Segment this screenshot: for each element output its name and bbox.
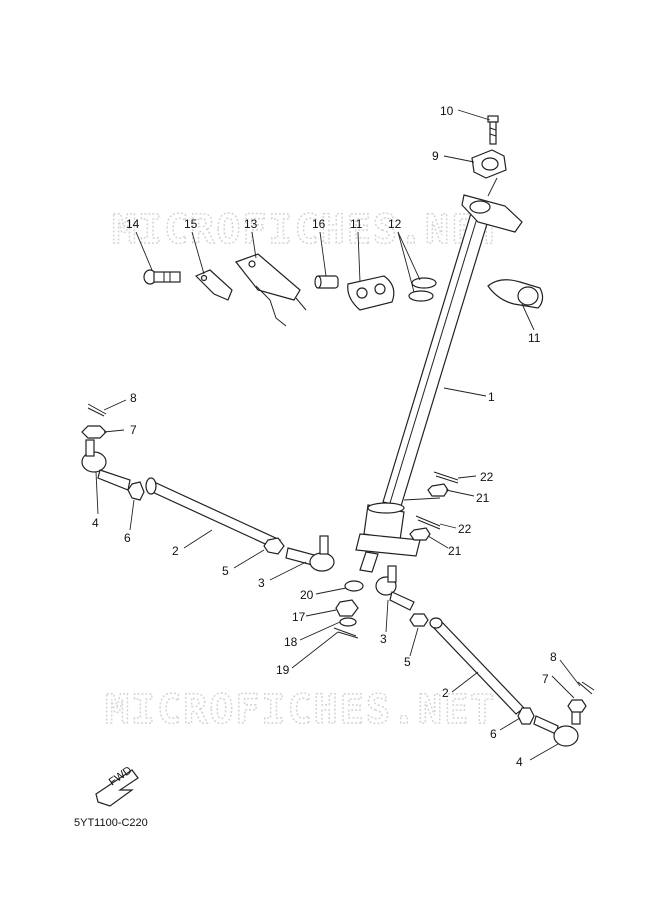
- cotter-8-right: [577, 681, 595, 695]
- callout-22-lower: 22: [458, 522, 472, 536]
- tie-rod-end-left-inner: [285, 535, 335, 572]
- nut-7-left: [81, 425, 107, 439]
- callout-5-left: 5: [222, 564, 229, 578]
- callout-12: 12: [388, 217, 402, 231]
- callout-2-right: 2: [442, 686, 449, 700]
- callout-9: 9: [432, 149, 439, 163]
- nut-5-right: [409, 613, 429, 627]
- nut-6-left: [127, 481, 145, 501]
- callouts: 1 2 2 3 3 4 4 5 5 6 6 7 7 8 8 9 10 11 11…: [92, 104, 557, 769]
- callout-16: 16: [312, 217, 326, 231]
- callout-14: 14: [126, 217, 140, 231]
- bolt-14: [143, 269, 181, 285]
- callout-11-right: 11: [528, 331, 541, 345]
- callout-22-upper: 22: [480, 470, 494, 484]
- watermark-top: MICROFICHES.NET: [112, 207, 503, 253]
- callout-2-left: 2: [172, 544, 179, 558]
- clip-15: [194, 269, 233, 301]
- callout-6-left: 6: [124, 531, 131, 545]
- callout-21-upper: 21: [476, 491, 490, 505]
- callout-7-right: 7: [542, 672, 549, 686]
- watermark-bottom: MICROFICHES.NET: [105, 687, 496, 733]
- callout-4-left: 4: [92, 516, 99, 530]
- nut-7-right: [567, 699, 587, 713]
- nut-21-lower: [409, 527, 431, 541]
- collar-16: [314, 275, 339, 289]
- callout-3-left: 3: [258, 576, 265, 590]
- callout-7-left: 7: [130, 423, 137, 437]
- diagram-code: 5YT1100-C220: [74, 817, 148, 829]
- callout-20: 20: [300, 588, 314, 602]
- bushing-half-right: [487, 279, 544, 309]
- callout-21-lower: 21: [448, 544, 462, 558]
- callout-6-right: 6: [490, 727, 497, 741]
- cotter-8-left: [87, 403, 107, 417]
- washer-18: [339, 617, 357, 627]
- cotter-19: [333, 627, 359, 639]
- callout-13: 13: [244, 217, 258, 231]
- callout-10: 10: [440, 104, 454, 118]
- tie-rod-end-right-outer: [533, 705, 581, 747]
- washer-20: [344, 580, 364, 592]
- callout-18: 18: [284, 635, 298, 649]
- nut-17: [335, 599, 359, 617]
- cotter-22-upper: [433, 471, 459, 484]
- callout-3-right: 3: [380, 632, 387, 646]
- callout-8-right: 8: [550, 650, 557, 664]
- nut-5-left: [263, 537, 285, 555]
- callout-1: 1: [488, 390, 495, 404]
- bushing-half-left: [347, 275, 395, 311]
- bolt-10: [487, 115, 499, 145]
- callout-19: 19: [276, 663, 290, 677]
- tie-rod-left: [145, 477, 281, 549]
- tie-rod-end-right-inner: [375, 565, 415, 611]
- nut-6-right: [517, 707, 535, 725]
- callout-17: 17: [292, 610, 306, 624]
- cotter-22-lower: [415, 515, 441, 530]
- callout-4-right: 4: [516, 755, 523, 769]
- callout-15: 15: [184, 217, 198, 231]
- callout-5-right: 5: [404, 655, 411, 669]
- shaft-clamp: [471, 149, 507, 179]
- plate-bracket: [235, 253, 307, 327]
- callout-11-left: 11: [350, 217, 363, 231]
- upper-bracket: [461, 194, 523, 233]
- tie-rod-end-left-outer: [81, 439, 131, 491]
- fwd-arrow: FWD: [95, 764, 139, 807]
- callout-8-left: 8: [130, 391, 137, 405]
- steering-shaft: [355, 209, 491, 573]
- leader-lines: [95, 109, 581, 761]
- nut-21-upper: [427, 483, 449, 497]
